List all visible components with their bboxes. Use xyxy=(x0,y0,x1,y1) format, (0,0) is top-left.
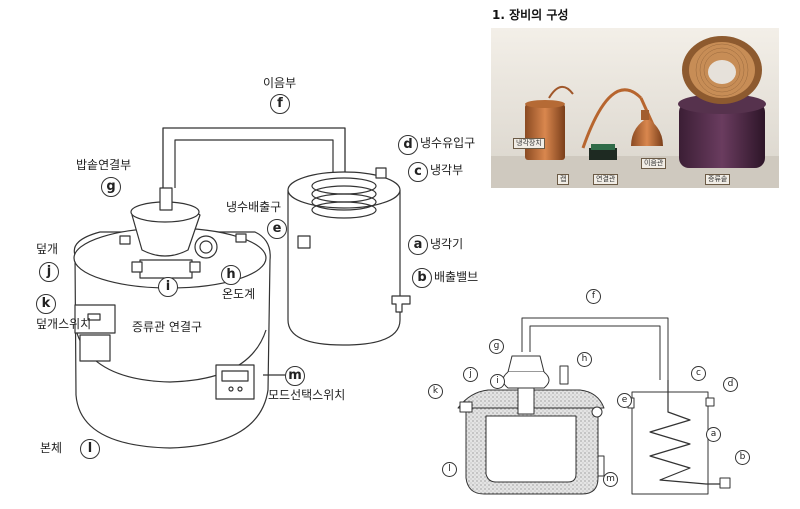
photo-title: 1. 장비의 구성 xyxy=(492,8,569,22)
section-marker-l: l xyxy=(442,462,457,477)
section-marker-m: m xyxy=(603,472,618,487)
equipment-photo-art xyxy=(491,28,779,188)
equipment-photo: 냉각장치 캡 연결관 이음관 증류솥 xyxy=(491,28,779,188)
marker-m: m xyxy=(285,366,305,386)
section-marker-h: h xyxy=(577,352,592,367)
label-j-text: 덮개 xyxy=(36,242,59,256)
section-marker-d: d xyxy=(723,377,738,392)
marker-l: l xyxy=(80,439,100,459)
label-g-text: 밥솥연결부 xyxy=(76,158,132,172)
marker-d: d xyxy=(398,135,418,155)
label-b-text: 배출밸브 xyxy=(434,270,479,284)
label-f-text: 이음부 xyxy=(263,76,297,90)
label-e-text: 냉수배출구 xyxy=(226,200,282,214)
section-marker-e: e xyxy=(617,393,632,408)
marker-g: g xyxy=(101,177,121,197)
marker-h: h xyxy=(221,265,241,285)
label-k-text: 덮개스위치 xyxy=(36,317,92,331)
label-h-text: 온도계 xyxy=(222,287,256,301)
label-l-text: 본체 xyxy=(40,441,63,455)
label-d-text: 냉수유입구 xyxy=(420,136,476,150)
section-marker-c: c xyxy=(691,366,706,381)
marker-i: i xyxy=(158,277,178,297)
label-a-text: 냉각기 xyxy=(430,237,464,251)
marker-e: e xyxy=(267,219,287,239)
marker-f: f xyxy=(270,94,290,114)
photo-label-pipe: 연결관 xyxy=(593,174,619,185)
photo-label-cap: 캡 xyxy=(557,174,570,185)
label-m-text: 모드선택스위치 xyxy=(268,388,346,402)
label-c-text: 냉각부 xyxy=(430,163,464,177)
photo-label-connector: 이음관 xyxy=(641,158,667,169)
photo-label-body: 증류솥 xyxy=(705,174,731,185)
marker-b: b xyxy=(412,268,432,288)
section-marker-a: a xyxy=(706,427,721,442)
section-marker-i: i xyxy=(490,374,505,389)
marker-c: c xyxy=(408,162,428,182)
marker-k: k xyxy=(36,294,56,314)
photo-label-cooler: 냉각장치 xyxy=(513,138,545,149)
section-marker-k: k xyxy=(428,384,443,399)
section-marker-g: g xyxy=(489,339,504,354)
section-marker-j: j xyxy=(463,367,478,382)
section-marker-b: b xyxy=(735,450,750,465)
marker-j: j xyxy=(39,262,59,282)
section-marker-f: f xyxy=(586,289,601,304)
marker-a: a xyxy=(408,235,428,255)
label-i-text: 증류관 연결구 xyxy=(132,320,203,334)
